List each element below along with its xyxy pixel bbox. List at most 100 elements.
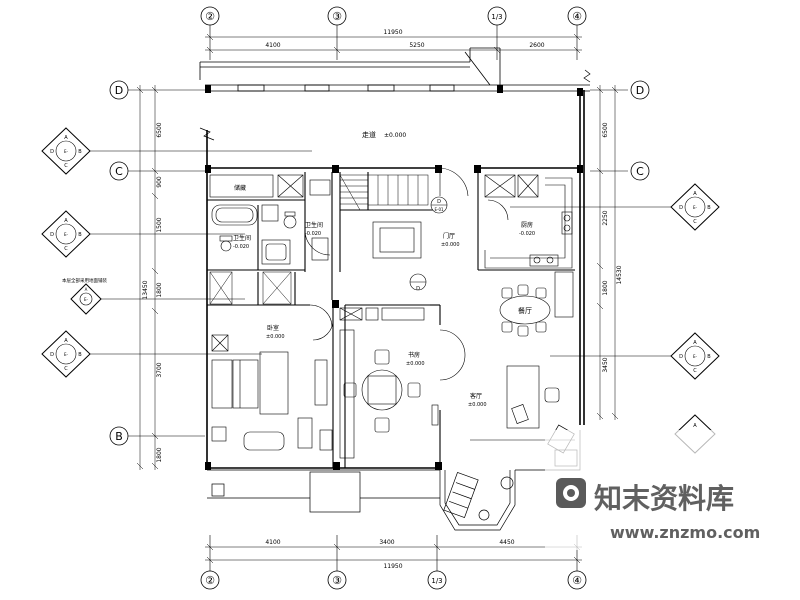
dimension-left bbox=[136, 85, 159, 470]
dim-top-seg-3: 2600 bbox=[529, 42, 544, 49]
axis-bubble-bottom-2: ② bbox=[200, 570, 220, 590]
callout-marker-5: A B C D E- bbox=[510, 183, 720, 231]
foyer-label: 门厅 bbox=[443, 232, 455, 240]
axis-bubble-top-3: ③ bbox=[327, 6, 347, 26]
axis-label: D bbox=[636, 84, 644, 97]
corridor-level: ±0.000 bbox=[384, 132, 406, 139]
dim-right-total: 14530 bbox=[616, 265, 623, 284]
storage-label: 储藏 bbox=[234, 184, 246, 192]
foyer-tag-icon: D E-01 bbox=[430, 196, 448, 214]
callout-letter: A bbox=[64, 218, 68, 224]
dim-bottom-seg-3: 4450 bbox=[499, 539, 514, 546]
watermark-logo-icon bbox=[556, 478, 586, 508]
dim-left-seg-1: 6500 bbox=[156, 122, 163, 137]
wc-level: -0.020 bbox=[305, 231, 321, 237]
bath-level: -0.020 bbox=[233, 244, 249, 250]
dim-right-seg-2: 2250 bbox=[602, 210, 609, 225]
dim-left-seg-3: 1500 bbox=[156, 217, 163, 232]
callout-marker-2: A B C D E- bbox=[41, 210, 245, 258]
axis-label: ③ bbox=[332, 10, 342, 23]
dim-left-seg-6: 1800 bbox=[156, 447, 163, 462]
living-furniture bbox=[431, 365, 575, 441]
callout-letter: D bbox=[50, 149, 54, 155]
callout-letter: A bbox=[693, 191, 697, 197]
axis-bubble-bottom-1-3: 1/3 bbox=[427, 570, 447, 590]
dim-bottom-total: 11950 bbox=[383, 563, 402, 570]
balcony bbox=[207, 424, 581, 531]
axis-label: ④ bbox=[572, 10, 582, 23]
callout-ref: E- bbox=[693, 205, 698, 210]
callout-marker-4: A B C D E- bbox=[41, 330, 262, 378]
dim-left-seg-5: 3700 bbox=[156, 362, 163, 377]
master-label: 卧室 bbox=[267, 324, 279, 332]
dim-left-seg-4: 1800 bbox=[156, 282, 163, 297]
callout-letter: C bbox=[693, 368, 697, 374]
callout-letter: D bbox=[50, 352, 54, 358]
dim-top-seg-1: 4100 bbox=[265, 42, 280, 49]
axis-label: C bbox=[115, 165, 123, 178]
dim-top-total: 11950 bbox=[383, 29, 402, 36]
interior-walls bbox=[207, 172, 575, 468]
axis-bubble-top-4: ④ bbox=[567, 6, 587, 26]
callout-ref: E- bbox=[64, 352, 69, 357]
callout-letter: B bbox=[78, 232, 82, 238]
kitchen-level: -0.020 bbox=[519, 231, 535, 237]
callout-letter: C bbox=[64, 366, 68, 372]
exterior-walls bbox=[206, 90, 585, 470]
callout-letter: A bbox=[85, 287, 88, 292]
master-bedroom-furniture bbox=[211, 334, 333, 451]
callout-marker-6: A B C D E- bbox=[550, 332, 720, 380]
axis-bubble-left-D: D bbox=[109, 80, 129, 100]
axis-label: 1/3 bbox=[491, 13, 502, 21]
foyer-tag-id: E-01 bbox=[434, 207, 444, 212]
axis-bubble-left-C: C bbox=[109, 161, 129, 181]
axis-bubble-bottom-4: ④ bbox=[567, 570, 587, 590]
axis-label: C bbox=[636, 165, 644, 178]
dining-table bbox=[499, 271, 574, 337]
callout-ref: E- bbox=[64, 149, 69, 154]
break-marks bbox=[199, 69, 591, 141]
master-level: ±0.000 bbox=[266, 334, 285, 340]
axis-label: ② bbox=[205, 10, 215, 23]
callout-ref: E- bbox=[84, 297, 89, 302]
living-level: ±0.000 bbox=[468, 402, 487, 408]
axis-label: ④ bbox=[572, 574, 582, 587]
dimension-bottom bbox=[205, 543, 582, 564]
axis-bubble-top-2: ② bbox=[200, 6, 220, 26]
dimension-top bbox=[205, 33, 582, 54]
dim-bottom-seg-1: 4100 bbox=[265, 539, 280, 546]
stairs bbox=[339, 174, 429, 211]
axis-bubble-bottom-3: ③ bbox=[327, 570, 347, 590]
watermark: 知末资料库 www.znzmo.com bbox=[545, 430, 800, 550]
callout-ref: E- bbox=[693, 354, 698, 359]
door-tag-letter: D bbox=[416, 286, 420, 292]
axis-label: ② bbox=[205, 574, 215, 587]
doors bbox=[304, 167, 509, 381]
dimension-right bbox=[596, 85, 619, 420]
axis-label: 1/3 bbox=[431, 577, 442, 585]
dim-bottom-seg-2: 3400 bbox=[379, 539, 394, 546]
axis-bubble-right-C: C bbox=[630, 161, 650, 181]
callout-letter: A bbox=[693, 423, 697, 429]
corridor-window-band bbox=[199, 47, 590, 92]
dim-right-seg-1: 6500 bbox=[602, 122, 609, 137]
kitchen-label: 厨房 bbox=[521, 221, 533, 229]
living-label: 客厅 bbox=[470, 392, 482, 400]
dining-label: 餐厅 bbox=[518, 306, 532, 315]
foyer-level: ±0.000 bbox=[441, 242, 460, 248]
axis-label: D bbox=[115, 84, 123, 97]
study-furniture bbox=[339, 307, 425, 459]
axis-bubble-right-D: D bbox=[630, 80, 650, 100]
dim-top-seg-2: 5250 bbox=[409, 42, 424, 49]
corridor-label: 走道 bbox=[362, 130, 376, 139]
axis-bubble-top-1-3: 1/3 bbox=[487, 6, 507, 26]
callout-ref: E- bbox=[64, 232, 69, 237]
door-tag-icon: D bbox=[409, 273, 427, 292]
side-note: 本层全部采用地面铺装 bbox=[62, 277, 107, 284]
foyer-tag-letter: D bbox=[437, 199, 441, 205]
dim-left-total: 13450 bbox=[142, 280, 149, 299]
closets bbox=[209, 271, 292, 305]
callout-letter: B bbox=[707, 205, 711, 211]
foyer-fixtures bbox=[372, 221, 422, 259]
